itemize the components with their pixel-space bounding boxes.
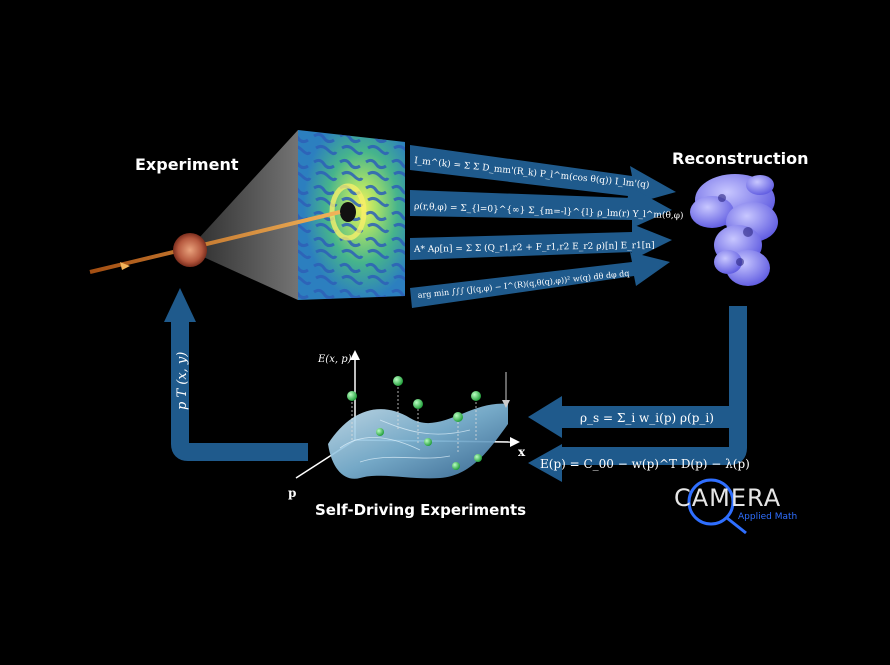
self-driving-label: Self-Driving Experiments — [315, 501, 527, 519]
camera-logo: CAMERA Applied Math — [668, 478, 808, 538]
equation-arrow-2 — [410, 188, 672, 228]
sample-sphere — [173, 233, 207, 267]
equation-arrow-1 — [410, 145, 676, 206]
left-arrow-label: p T (x, y) — [175, 352, 190, 410]
equation-arrows — [410, 145, 676, 308]
xray-beam — [89, 210, 341, 274]
equation-energy: E(p) = C_00 − w(p)^T D(p) − λ(p) — [540, 457, 750, 471]
projection-cone — [188, 130, 298, 300]
logo-word: CAMERA — [674, 484, 782, 512]
feedback-path-right — [560, 306, 747, 465]
equation-arrow-3 — [410, 224, 672, 260]
energy-surface — [295, 350, 520, 479]
equation-arrow-4 — [410, 252, 670, 308]
up-arrow-head — [164, 288, 196, 322]
equation-3: A* Aρ[n] = Σ Σ (Q_r1,r2 + F_r1,r2 E_r2 ρ… — [413, 240, 655, 255]
feedback-path-left — [171, 320, 308, 461]
energy-arrow-head — [528, 444, 562, 482]
logo-magnifier-icon — [687, 478, 735, 526]
surface-p-label: p — [288, 486, 296, 500]
density-arrow — [528, 396, 730, 438]
equation-rho-s: ρ_s = Σ_i w_i(p) ρ(p_i) — [580, 411, 714, 425]
reconstruction-label: Reconstruction — [672, 149, 809, 168]
protein-reconstruction — [690, 174, 778, 286]
logo-subtitle: Applied Math — [738, 512, 798, 522]
beam-arrow-icon — [120, 262, 130, 270]
surface-z-label: E(x, p) — [317, 354, 352, 365]
diffraction-pattern — [298, 130, 405, 300]
surface-x-label: x — [518, 445, 526, 459]
experiment-label: Experiment — [135, 155, 239, 174]
